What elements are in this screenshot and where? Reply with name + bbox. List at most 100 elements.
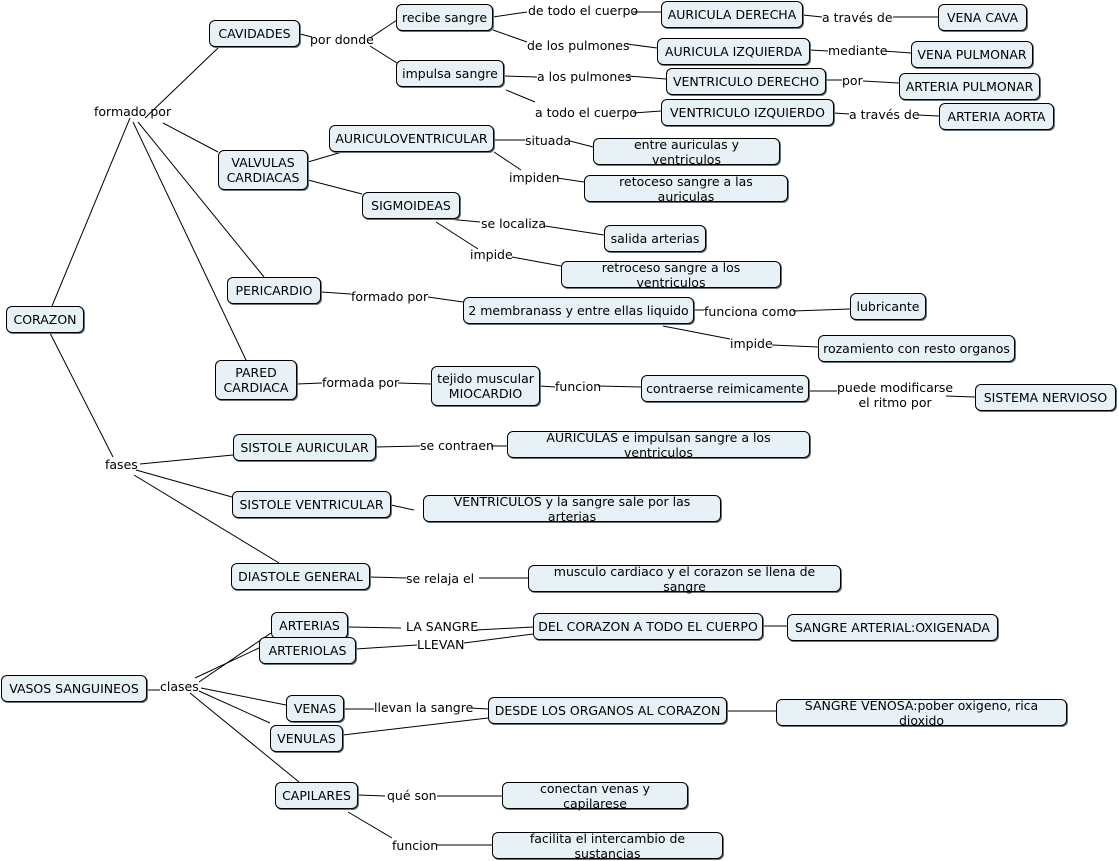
node-sistole-ventricular[interactable]: SISTOLE VENTRICULAR xyxy=(232,491,391,518)
connector-line xyxy=(162,122,219,153)
node-musculo-cardiaco[interactable]: musculo cardiaco y el corazon se llena d… xyxy=(528,564,841,594)
connector-line xyxy=(475,626,534,631)
node-entre-auriculas[interactable]: entre auriculas y ventriculos xyxy=(593,137,780,167)
node-capilares[interactable]: CAPILARES xyxy=(275,782,358,809)
node-pericardio[interactable]: PERICARDIO xyxy=(227,277,321,304)
connector-line xyxy=(539,385,556,388)
connector-line xyxy=(355,644,418,650)
connector-line xyxy=(597,385,642,388)
link-puede-modificarse: puede modificarse el ritmo por xyxy=(837,380,954,410)
node-desde-organos[interactable]: DESDE LOS ORGANOS AL CORAZON xyxy=(488,697,727,724)
connector-line xyxy=(427,296,464,303)
connector-line xyxy=(342,717,489,736)
connector-line xyxy=(492,11,528,18)
connector-line xyxy=(375,445,421,448)
link-llevan: LLEVAN xyxy=(417,637,465,652)
link-por-donde: por donde xyxy=(310,32,374,47)
node-ventriculos-sangre[interactable]: VENTRICULOS y la sangre sale por las art… xyxy=(423,494,721,524)
node-sangre-arterial[interactable]: SANGRE ARTERIAL:OXIGENADA xyxy=(787,614,998,641)
connector-line xyxy=(189,692,300,783)
node-facilita-intercambio[interactable]: facilita el intercambio de sustancias xyxy=(492,831,723,861)
connector-line xyxy=(505,89,536,103)
node-retroceso-ventriculos[interactable]: retroceso sangre a los ventriculos xyxy=(561,260,781,290)
connector-line xyxy=(397,382,432,385)
node-arterias[interactable]: ARTERIAS xyxy=(271,612,348,639)
connector-line xyxy=(200,687,287,706)
link-a-todo-el-cuerpo: a todo el cuerpo xyxy=(535,105,638,120)
link-mediante: mediante xyxy=(828,43,888,58)
node-recibe-sangre[interactable]: recibe sangre xyxy=(396,4,493,31)
link-formado-por-2: formado por xyxy=(351,289,429,304)
node-cavidades[interactable]: CAVIDADES xyxy=(209,20,300,47)
connector-line xyxy=(833,112,850,115)
node-corazon[interactable]: CORAZON xyxy=(6,306,84,333)
link-impiden: impiden xyxy=(509,170,560,185)
node-venas[interactable]: VENAS xyxy=(286,695,344,722)
connector-line xyxy=(544,225,605,236)
node-sangre-venosa[interactable]: SANGRE VENOSA:pober oxigeno, rica dioxid… xyxy=(776,698,1067,728)
node-vasos-sanguineos[interactable]: VASOS SANGUINEOS xyxy=(1,675,147,702)
link-la-sangre: LA SANGRE xyxy=(406,619,479,634)
node-salida-arterias[interactable]: salida arterias xyxy=(604,225,706,252)
link-impide-2: impide xyxy=(730,336,773,351)
link-a-los-pulmones: a los pulmones xyxy=(537,69,632,84)
node-valvulas-cardiacas[interactable]: VALVULAS CARDIACAS xyxy=(218,150,308,190)
link-a-traves-de-2: a través de xyxy=(849,107,920,122)
link-formado-por: formado por xyxy=(94,104,172,119)
link-funcion-2: funcion xyxy=(392,838,439,853)
link-llevan-la-sangre: llevan la sangre xyxy=(374,700,474,715)
link-clases: clases xyxy=(160,679,199,694)
node-tejido-muscular[interactable]: tejido muscular MIOCARDIO xyxy=(431,366,540,406)
link-situada: situada xyxy=(525,133,572,148)
connector-line xyxy=(627,75,667,80)
node-sistole-auricular[interactable]: SISTOLE AURICULAR xyxy=(233,434,376,461)
connector-line xyxy=(198,690,271,724)
connector-line xyxy=(945,395,976,398)
connector-line xyxy=(144,47,219,119)
node-ventriculo-derecho[interactable]: VENTRICULO DERECHO xyxy=(666,68,826,95)
link-a-traves-de-1: a través de xyxy=(822,10,893,25)
link-fases: fases xyxy=(105,457,138,472)
node-diastole-general[interactable]: DIASTOLE GENERAL xyxy=(231,563,370,590)
link-funcion-1: funcion xyxy=(555,379,602,394)
node-vena-cava[interactable]: VENA CAVA xyxy=(938,4,1027,31)
node-auriculoventricular[interactable]: AURICULOVENTRICULAR xyxy=(329,125,494,152)
node-auricula-derecha[interactable]: AURICULA DERECHA xyxy=(661,1,803,28)
connector-line xyxy=(137,121,265,278)
connector-line xyxy=(135,469,233,498)
node-sigmoideas[interactable]: SIGMOIDEAS xyxy=(362,192,460,219)
node-membranas[interactable]: 2 membranass y entre ellas liquido xyxy=(463,297,694,324)
connector-line xyxy=(492,29,528,43)
node-venulas[interactable]: VENULAS xyxy=(270,725,343,752)
node-rozamiento[interactable]: rozamiento con resto organos xyxy=(818,335,1015,362)
connector-line xyxy=(320,291,352,295)
node-conectan-venas[interactable]: conectan venas y capilarese xyxy=(502,781,688,811)
node-arteria-aorta[interactable]: ARTERIA AORTA xyxy=(939,103,1054,130)
connector-line xyxy=(347,626,402,629)
node-auriculas-impulsan[interactable]: AURICULAS e impulsan sangre a los ventri… xyxy=(507,430,810,460)
link-impide-1: impide xyxy=(470,247,513,262)
node-del-corazon[interactable]: DEL CORAZON A TODO EL CUERPO xyxy=(533,613,763,640)
node-auricula-izquierda[interactable]: AURICULA IZQUIERDA xyxy=(657,38,810,65)
node-impulsa-sangre[interactable]: impulsa sangre xyxy=(396,60,504,87)
node-vena-pulmonar[interactable]: VENA PULMONAR xyxy=(911,41,1033,68)
node-retoceso-auriculas[interactable]: retoceso sangre a las auriculas xyxy=(584,174,788,204)
connector-line xyxy=(435,221,479,250)
node-contraerse[interactable]: contraerse reimicamente xyxy=(641,375,809,402)
node-pared-cardiaca[interactable]: PARED CARDIACA xyxy=(215,360,297,400)
connector-line xyxy=(632,110,662,114)
node-sistema-nervioso[interactable]: SISTEMA NERVIOSO xyxy=(975,384,1116,411)
node-arteria-pulmonar[interactable]: ARTERIA PULMONAR xyxy=(899,73,1040,100)
node-ventriculo-izquierdo[interactable]: VENTRICULO IZQUIERDO xyxy=(661,99,834,126)
connector-line xyxy=(469,707,489,710)
node-lubricante[interactable]: lubricante xyxy=(850,293,926,320)
link-de-los-pulmones: de los pulmones xyxy=(527,38,630,53)
node-arteriolas[interactable]: ARTERIOLAS xyxy=(259,637,356,664)
connector-line xyxy=(511,256,562,267)
connector-line xyxy=(626,43,658,49)
link-se-relaja-el: se relaja el xyxy=(406,571,475,586)
connector-line xyxy=(307,151,343,163)
link-se-contraen: se contraen xyxy=(420,438,494,453)
connector-line xyxy=(296,382,323,385)
link-formada-por: formada por xyxy=(322,375,400,390)
